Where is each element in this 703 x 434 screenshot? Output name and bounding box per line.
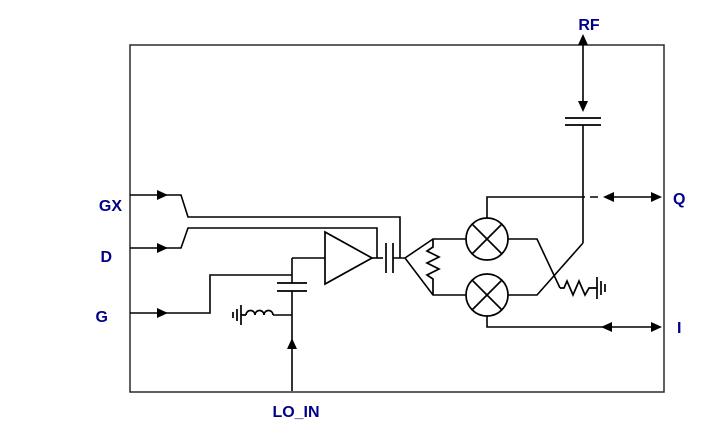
gx-arrow-icon — [157, 190, 168, 200]
rf-label: RF — [578, 17, 600, 34]
i-arrow-left-icon — [601, 322, 612, 332]
q-arrow-right-icon — [651, 192, 662, 202]
amplifier-icon — [324, 230, 374, 286]
i-arrow-right-icon — [651, 322, 662, 332]
inductor-icon — [245, 309, 274, 316]
d-wire — [130, 227, 378, 258]
d-label: D — [100, 249, 112, 266]
i-port-wire — [486, 316, 652, 328]
lo-node-wire — [273, 258, 293, 341]
gx-wire — [130, 194, 401, 258]
g-arrow-icon — [157, 308, 168, 318]
lo-splitter-wire — [393, 238, 466, 296]
mixer-bottom-x-icon — [471, 279, 503, 311]
q-arrow-left-icon — [603, 192, 614, 202]
shunt-resistor-icon — [425, 239, 441, 295]
ground-right-icon — [592, 277, 606, 299]
g-wire — [130, 274, 292, 314]
ground-left-icon — [232, 305, 246, 325]
lo-in-arrow-icon — [287, 338, 297, 349]
g-label: G — [96, 309, 108, 326]
mixer-cross-coupling-wire — [508, 238, 584, 296]
d-arrow-icon — [157, 243, 168, 253]
lo-capacitor-icon — [277, 282, 307, 292]
q-label: Q — [673, 191, 685, 208]
termination-resistor-icon — [560, 278, 592, 298]
coupling-capacitor-icon — [385, 243, 394, 273]
circuit-boundary — [129, 44, 665, 393]
mixer-top-x-icon — [471, 223, 503, 255]
rf-arrow-down-icon — [578, 101, 588, 112]
rf-capacitor-icon — [565, 117, 601, 126]
i-label: I — [677, 320, 681, 337]
rf-arrow-up-icon — [578, 34, 588, 45]
gx-label: GX — [99, 198, 122, 215]
lo-in-label: LO_IN — [272, 404, 319, 421]
q-port-wire — [486, 196, 652, 218]
